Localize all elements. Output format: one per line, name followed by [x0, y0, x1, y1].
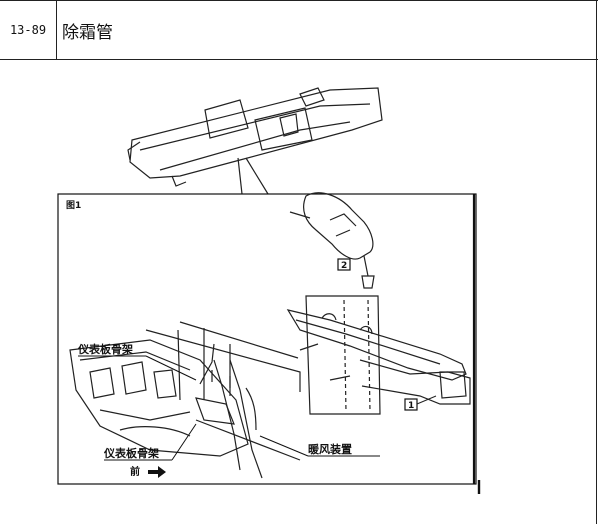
- hand-screwdriver-icon: [289, 192, 375, 289]
- page-title: 除霜管: [62, 22, 113, 43]
- defroster-duct: [286, 295, 471, 415]
- label-instrument-panel-frame-upper: 仪表板骨架: [77, 342, 133, 356]
- label-front: 前: [130, 465, 140, 478]
- page-header: 13-89 除霜管: [0, 0, 598, 60]
- detail-frame: [57, 193, 477, 485]
- right-margin-rule: [596, 0, 597, 524]
- label-heater-unit: 暖风装置: [308, 442, 352, 456]
- callout-1: 1: [408, 401, 414, 411]
- callout-2: 2: [341, 261, 347, 271]
- instrument-panel-frame-detail: [69, 321, 301, 479]
- label-instrument-panel-frame-lower: 仪表板骨架: [103, 446, 159, 460]
- figure-caption: 图1: [66, 200, 81, 211]
- front-arrow-icon: [148, 466, 166, 478]
- page-code: 13-89: [0, 1, 57, 59]
- instrument-panel-overview: [127, 87, 383, 195]
